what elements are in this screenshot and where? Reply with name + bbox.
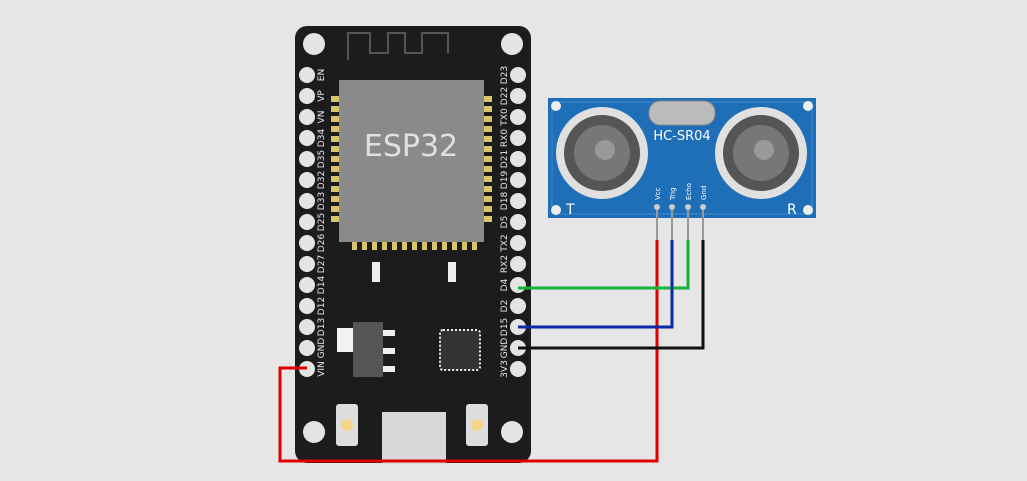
wire-vin-vcc[interactable] [278, 240, 659, 463]
esp32-board: ESP32 ENVPVND34D35D32D33D25D26D27D14D12D… [295, 26, 531, 464]
pin-label: D5 [500, 216, 510, 229]
pin-label: RX2 [500, 255, 510, 273]
pin-label: D34 [317, 129, 327, 148]
sensor-pin-label: Gnd [700, 186, 708, 200]
pin-label: D4 [500, 278, 510, 291]
receiver-label: R [787, 202, 797, 218]
pin-left-d34[interactable] [299, 130, 315, 146]
pin-label: D21 [500, 150, 510, 168]
transmitter-transducer [556, 107, 648, 199]
receiver-transducer [715, 107, 807, 199]
sensor-pin-label: Trig [669, 187, 677, 201]
pin-label: EN [317, 69, 327, 81]
pin-right-d19[interactable] [510, 172, 526, 188]
wires [278, 240, 705, 463]
mounting-hole [303, 421, 325, 443]
usb-port[interactable] [382, 412, 446, 464]
pin-left-d35[interactable] [299, 151, 315, 167]
pin-label: D14 [317, 276, 327, 295]
pin-left-d12[interactable] [299, 298, 315, 314]
pin-left-gnd[interactable] [299, 340, 315, 356]
pin-right-rx2[interactable] [510, 256, 526, 272]
pin-left-en[interactable] [299, 67, 315, 83]
pin-label: D23 [500, 66, 510, 84]
pin-label: TX0 [500, 108, 510, 127]
pin-left-d13[interactable] [299, 319, 315, 335]
pin-label: TX2 [500, 234, 510, 252]
pin-label: D18 [500, 192, 510, 211]
pin-left-d14[interactable] [299, 277, 315, 293]
crystal-oscillator [648, 100, 716, 126]
pin-label: VN [317, 111, 327, 124]
mounting-hole [501, 421, 523, 443]
chip-label: ESP32 [364, 129, 458, 164]
pin-left-d33[interactable] [299, 193, 315, 209]
wire-d4-echo[interactable] [518, 240, 690, 290]
pin-left-d25[interactable] [299, 214, 315, 230]
wire-gnd-gnd[interactable] [518, 240, 705, 350]
pin-label: GND [317, 338, 327, 359]
pin-label: D27 [317, 255, 327, 273]
pin-right-d18[interactable] [510, 193, 526, 209]
pin-label: D33 [317, 192, 327, 210]
pin-label: D22 [500, 87, 510, 105]
sensor-pin-trig[interactable] [669, 204, 675, 210]
pin-right-d5[interactable] [510, 214, 526, 230]
pin-right-d21[interactable] [510, 151, 526, 167]
pin-label: D25 [317, 213, 327, 231]
pin-left-d26[interactable] [299, 235, 315, 251]
pin-label: D12 [317, 297, 327, 315]
sensor-label: HC-SR04 [653, 129, 710, 144]
transmitter-label: T [565, 202, 575, 218]
pin-left-vn[interactable] [299, 109, 315, 125]
pin-label: RX0 [500, 129, 510, 147]
mounting-hole [303, 33, 325, 55]
pin-right-rx0[interactable] [510, 130, 526, 146]
pin-right-3v3[interactable] [510, 361, 526, 377]
pin-right-d23[interactable] [510, 67, 526, 83]
usb-uart-chip [439, 329, 481, 371]
pin-left-d27[interactable] [299, 256, 315, 272]
pin-label: D35 [317, 150, 327, 168]
pin-label: D32 [317, 171, 327, 189]
pin-left-vp[interactable] [299, 88, 315, 104]
pin-right-d22[interactable] [510, 88, 526, 104]
pin-label: VP [317, 90, 327, 102]
esp32-chip [339, 80, 484, 242]
pin-right-d2[interactable] [510, 298, 526, 314]
pin-right-tx2[interactable] [510, 235, 526, 251]
mounting-hole [501, 33, 523, 55]
pin-label: VIN [317, 361, 327, 377]
pin-label: D26 [317, 234, 327, 253]
pin-label: D2 [500, 300, 510, 313]
pin-label: D13 [317, 318, 327, 336]
hc-sr04-sensor: HC-SR04 T R Vcc Trig Echo Gnd [548, 98, 816, 240]
wire-d15-trig[interactable] [518, 240, 674, 329]
pin-label: GND [500, 338, 510, 359]
sensor-pin-vcc[interactable] [654, 204, 660, 210]
sensor-pin-gnd[interactable] [700, 204, 706, 210]
pin-right-tx0[interactable] [510, 109, 526, 125]
sensor-pin-label: Vcc [654, 187, 662, 200]
sensor-pin-echo[interactable] [685, 204, 691, 210]
sensor-pin-label: Echo [685, 183, 693, 200]
pin-label: D19 [500, 171, 510, 190]
pin-left-d32[interactable] [299, 172, 315, 188]
pin-label: D15 [500, 318, 510, 336]
pin-right-d4[interactable] [510, 277, 526, 293]
pin-label: 3V3 [500, 360, 510, 378]
